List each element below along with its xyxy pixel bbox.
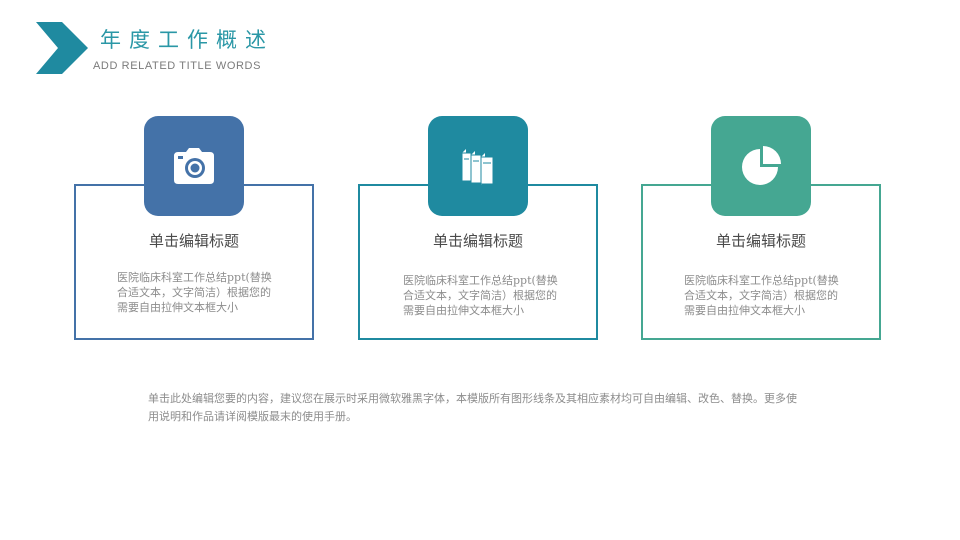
card-2-title: 单击编辑标题: [432, 232, 523, 250]
page-subtitle: ADD RELATED TITLE WORDS: [93, 60, 262, 72]
camera-icon: [174, 148, 214, 184]
card-3-title: 单击编辑标题: [715, 232, 806, 250]
card-1-title: 单击编辑标题: [148, 232, 239, 250]
pie-chart-icon: [742, 146, 781, 185]
card-1-body: 医院临床科室工作总结ppt(替换合适文本，文字简洁）根据您的需要自由拉伸文本框大…: [117, 271, 272, 314]
card-2-body: 医院临床科室工作总结ppt(替换合适文本，文字简洁）根据您的需要自由拉伸文本框大…: [403, 274, 558, 317]
footer-description: 单击此处编辑您要的内容，建议您在展示时采用微软雅黑字体，本模版所有图形线条及其相…: [148, 392, 797, 423]
chevron-logo-icon: [36, 22, 88, 74]
card-3-body: 医院临床科室工作总结ppt(替换合适文本，文字简洁）根据您的需要自由拉伸文本框大…: [684, 274, 839, 317]
card-1-icon-tile: [144, 116, 244, 216]
books-icon: [461, 149, 494, 185]
card-3-icon-tile: [711, 116, 811, 216]
card-2-icon-tile: [428, 116, 528, 216]
page-title: 年度工作概述: [100, 28, 274, 52]
